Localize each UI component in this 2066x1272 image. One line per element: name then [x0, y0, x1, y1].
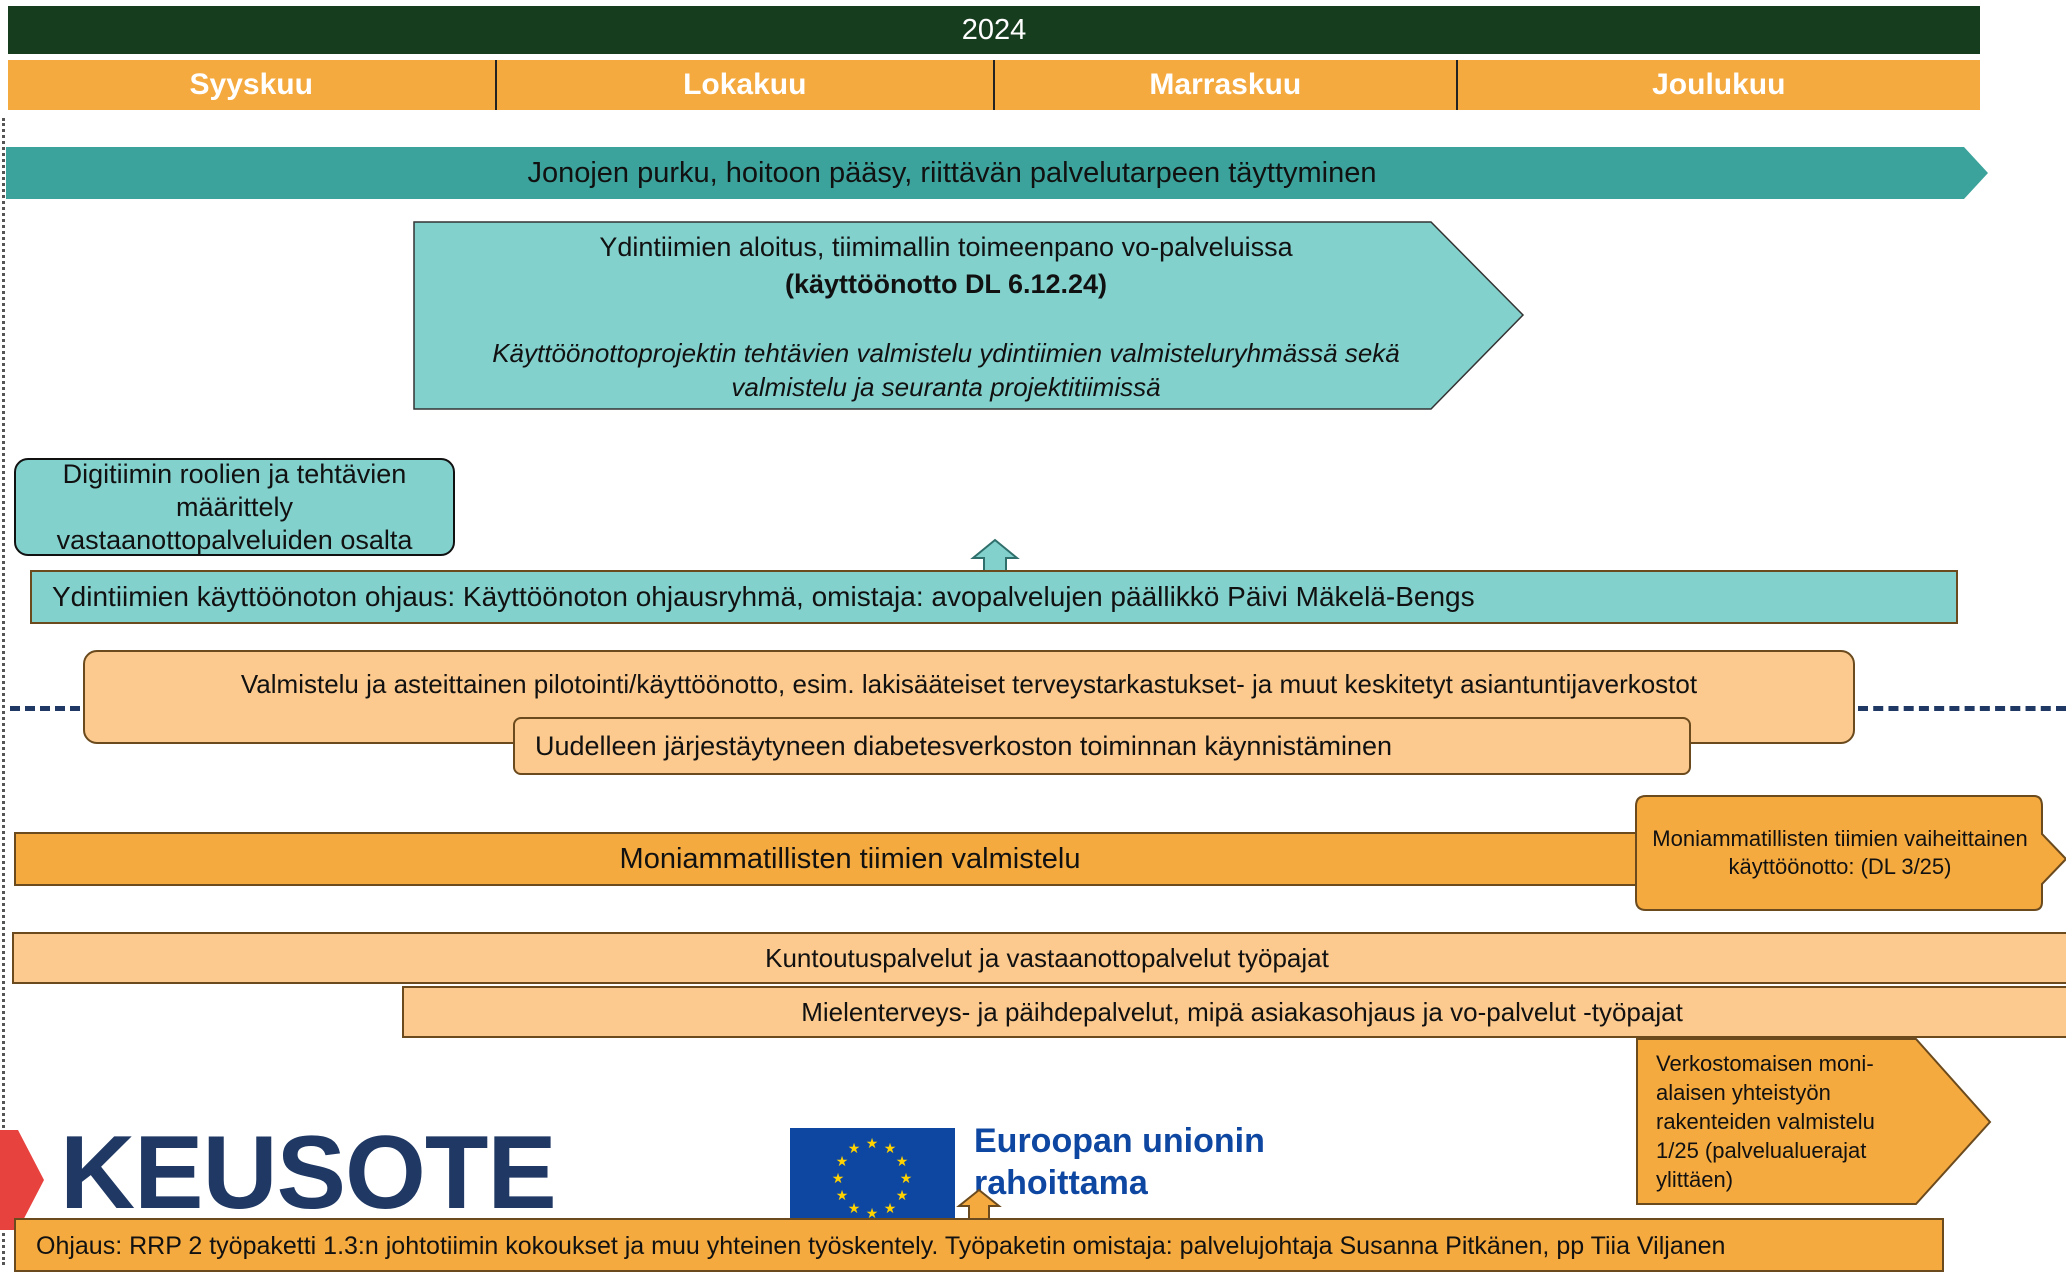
- ydintiimi-line2: (käyttöönotto DL 6.12.24): [785, 269, 1107, 299]
- svg-text:★: ★: [836, 1187, 849, 1203]
- up-arrow-icon: [970, 538, 1020, 572]
- svg-text:★: ★: [866, 1135, 879, 1151]
- svg-text:★: ★: [884, 1200, 897, 1216]
- verkosto-arrow: Verkostomaisen moni- alaisen yhteistyön …: [1636, 1038, 1992, 1205]
- svg-text:★: ★: [866, 1205, 879, 1221]
- ydintiimi-arrow: Ydintiimien aloitus, tiimimallin toimeen…: [413, 221, 1525, 410]
- dotted-guide-line: [2, 118, 5, 1265]
- month-joulukuu: Joulukuu: [1652, 68, 1786, 101]
- svg-text:★: ★: [896, 1153, 909, 1169]
- month-marraskuu: Marraskuu: [995, 60, 1458, 110]
- moniammatillinen-valmistelu-bar: Moniammatillisten tiimien valmistelu: [14, 832, 1686, 886]
- keusote-logo-text: KEUSOTE: [60, 1115, 557, 1231]
- ohjaus-rrp-bar: Ohjaus: RRP 2 työpaketti 1.3:n johtotiim…: [14, 1218, 1944, 1272]
- eu-text-line1: Euroopan unionin: [974, 1122, 1265, 1160]
- moniammatillinen-kayttoonotto-text: Moniammatillisten tiimien vaiheittainen …: [1652, 826, 2028, 879]
- diabetes-box: Uudelleen järjestäytyneen diabetesverkos…: [513, 717, 1691, 775]
- year-header: 2024: [8, 6, 1980, 54]
- month-header-row: Syyskuu Lokakuu Marraskuu Joulukuu: [8, 60, 1980, 110]
- banner-arrow: Jonojen purku, hoitoon pääsy, riittävän …: [6, 147, 1988, 199]
- digitiimi-box: Digitiimin roolien ja tehtävien määritte…: [14, 458, 455, 556]
- svg-text:★: ★: [896, 1187, 909, 1203]
- keusote-logo-mark-icon: [0, 1130, 44, 1230]
- svg-text:★: ★: [836, 1153, 849, 1169]
- svg-text:★: ★: [848, 1200, 861, 1216]
- month-syyskuu: Syyskuu: [8, 60, 497, 110]
- ydintiimi-line1: Ydintiimien aloitus, tiimimallin toimeen…: [599, 232, 1293, 262]
- svg-text:★: ★: [832, 1170, 845, 1186]
- banner-text: Jonojen purku, hoitoon pääsy, riittävän …: [527, 157, 1376, 189]
- mielenterveys-bar: Mielenterveys- ja päihdepalvelut, mipä a…: [402, 986, 2066, 1038]
- verkosto-line4: 1/25 (palvelualuerajat: [1656, 1138, 1866, 1163]
- svg-text:★: ★: [848, 1140, 861, 1156]
- moniammatillinen-kayttoonotto-shape: [1635, 795, 2066, 911]
- ydintiimi-line3: Käyttöönottoprojektin tehtävien valmiste…: [492, 338, 1400, 368]
- up-arrow-icon-bottom: [956, 1188, 1002, 1220]
- svg-text:★: ★: [884, 1140, 897, 1156]
- verkosto-line3: rakenteiden valmistelu: [1656, 1109, 1875, 1134]
- verkosto-line5: ylittäen): [1656, 1167, 1733, 1192]
- dashed-line-right: [1858, 706, 2066, 711]
- ohjaus-ydintiimi-bar: Ydintiimien käyttöönoton ohjaus: Käyttöö…: [30, 570, 1958, 624]
- ydintiimi-line4: valmistelu ja seuranta projektitiimissä: [731, 372, 1160, 402]
- verkosto-line1: Verkostomaisen moni-: [1656, 1051, 1874, 1076]
- eu-text: Euroopan unionin rahoittama: [974, 1120, 1265, 1204]
- svg-text:★: ★: [900, 1170, 913, 1186]
- kuntoutus-bar: Kuntoutuspalvelut ja vastaanottopalvelut…: [12, 932, 2066, 984]
- eu-text-line2: rahoittama: [974, 1164, 1148, 1202]
- dashed-line-left: [10, 706, 80, 711]
- month-lokakuu: Lokakuu: [497, 60, 995, 110]
- verkosto-line2: alaisen yhteistyön: [1656, 1080, 1831, 1105]
- eu-flag-icon: ★ ★ ★ ★ ★ ★ ★ ★ ★ ★ ★ ★: [790, 1128, 955, 1228]
